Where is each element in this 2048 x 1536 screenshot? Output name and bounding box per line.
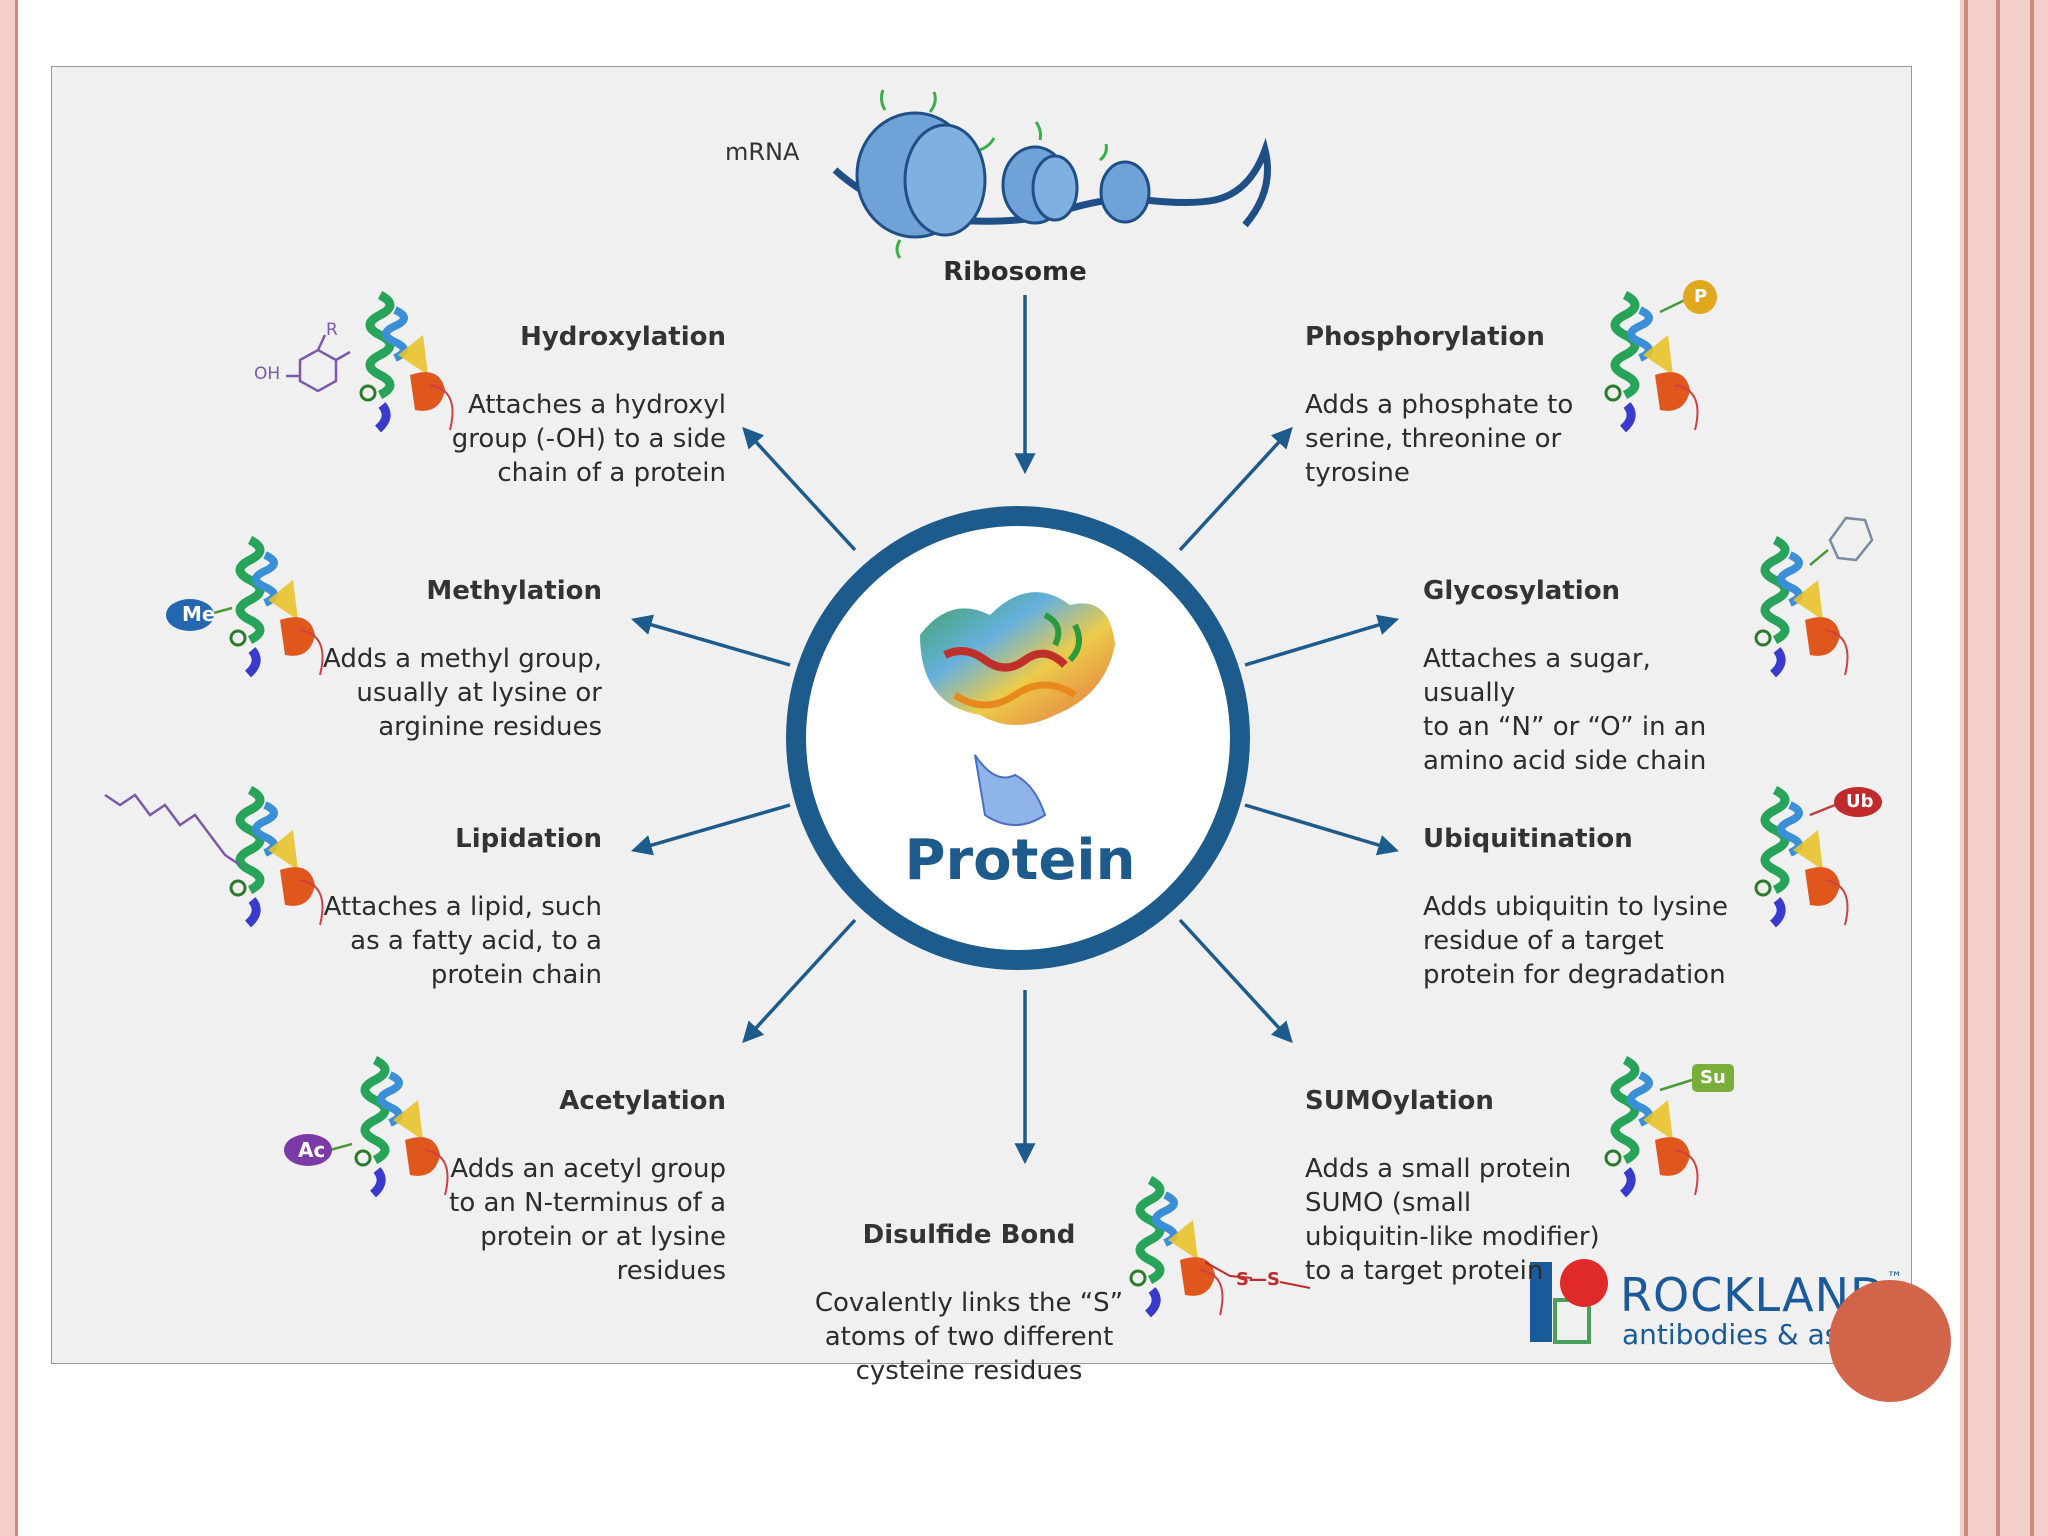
sumoylation-desc: Adds a small protein SUMO (small ubiquit… [1305,1154,1600,1286]
disulfide-ss-label: S—S [1236,1269,1280,1290]
arrow-ubiquitination [1244,803,1400,856]
methyl-tag-icon [166,599,214,631]
arrows [630,295,1400,1165]
ubiquitination-block: Ubiquitination Adds ubiquitin to lysine … [1423,788,1743,992]
methylation-block: Methylation Adds a methyl group, usually… [300,540,602,744]
ubiquitination-desc: Adds ubiquitin to lysine residue of a ta… [1423,892,1728,990]
right-frame [1960,0,2048,1536]
disulfide-title: Disulfide Bond [862,1220,1076,1250]
left-frame-stripe [0,0,18,1536]
glycosylation-desc: Attaches a sugar, usually to an “N” or “… [1423,644,1707,776]
sumo-tag-icon [1692,1064,1734,1092]
hydroxyl-oh-label: OH [254,364,281,384]
phosphorylation-title: Phosphorylation [1305,322,1545,352]
hydroxyl-molecule-icon [286,334,351,393]
arrow-glycosylation [1244,614,1400,667]
mrna-label: mRNA [725,138,800,166]
disulfide-desc: Covalently links the “S” atoms of two di… [814,1288,1124,1386]
disulfide-block: Disulfide Bond Covalently links the “S” … [812,1184,1126,1388]
ribosome-illustration [832,89,1271,259]
phosphorylation-desc: Adds a phosphate to serine, threonine or… [1305,390,1574,488]
protein-circle [786,506,1250,970]
sumoylation-protein-icon [1606,1060,1698,1195]
ubiquitin-tag-icon [1834,787,1882,817]
phosphate-tag-label: P [1694,286,1708,307]
decorative-circle [1829,1280,1951,1402]
acetyl-tag-icon [284,1134,332,1166]
r-group-label: R [326,320,338,340]
glycosylation-block: Glycosylation Attaches a sugar, usually … [1423,540,1743,778]
ubiquitination-title: Ubiquitination [1423,824,1633,854]
acetylation-title: Acetylation [559,1086,726,1116]
glycosylation-protein-icon [1756,540,1848,675]
lipidation-desc: Attaches a lipid, such as a fatty acid, … [323,892,602,990]
arrow-lipidation [630,803,791,856]
sumoylation-block: SUMOylation Adds a small protein SUMO (s… [1305,1050,1605,1288]
phosphorylation-protein-icon [1606,295,1698,430]
protein-label: Protein [904,828,1136,893]
protein-structure-image [920,592,1115,826]
hydroxylation-title: Hydroxylation [520,322,726,352]
sumoylation-title: SUMOylation [1305,1086,1494,1116]
methylation-title: Methylation [426,576,602,606]
glycosylation-title: Glycosylation [1423,576,1621,606]
arrow-hydroxylation [742,426,857,552]
ribosome-label: Ribosome [943,257,1087,287]
arrow-phosphorylation [1178,426,1293,552]
methyl-tag-label: Me [182,602,216,626]
lipid-chain-icon [104,793,241,867]
acetylation-block: Acetylation Adds an acetyl group to an N… [430,1050,726,1288]
acetylation-desc: Adds an acetyl group to an N-terminus of… [449,1154,726,1286]
hydroxylation-desc: Attaches a hydroxyl group (-OH) to a sid… [451,390,726,488]
methylation-desc: Adds a methyl group, usually at lysine o… [323,644,602,742]
frame-line [1964,0,1968,1536]
frame-line [1996,0,2000,1536]
phosphate-tag-icon [1683,280,1717,314]
frame-line [2030,0,2034,1536]
arrow-acetylation [742,918,857,1044]
ubiquitin-tag-label: Ub [1846,791,1874,812]
lipidation-block: Lipidation Attaches a lipid, such as a f… [300,788,602,992]
sumo-tag-label: Su [1700,1067,1726,1088]
sugar-ring-icon [1828,516,1874,562]
acetyl-tag-label: Ac [298,1138,326,1162]
arrow-sumoylation [1178,918,1293,1044]
lipidation-title: Lipidation [455,824,602,854]
arrow-methylation [630,614,791,667]
disulfide-protein-icon [1131,1180,1223,1315]
hydroxylation-block: Hydroxylation Attaches a hydroxyl group … [430,286,726,490]
ubiquitination-protein-icon [1756,790,1848,925]
rockland-logo-icon [1530,1259,1608,1344]
phosphorylation-block: Phosphorylation Adds a phosphate to seri… [1305,286,1605,490]
